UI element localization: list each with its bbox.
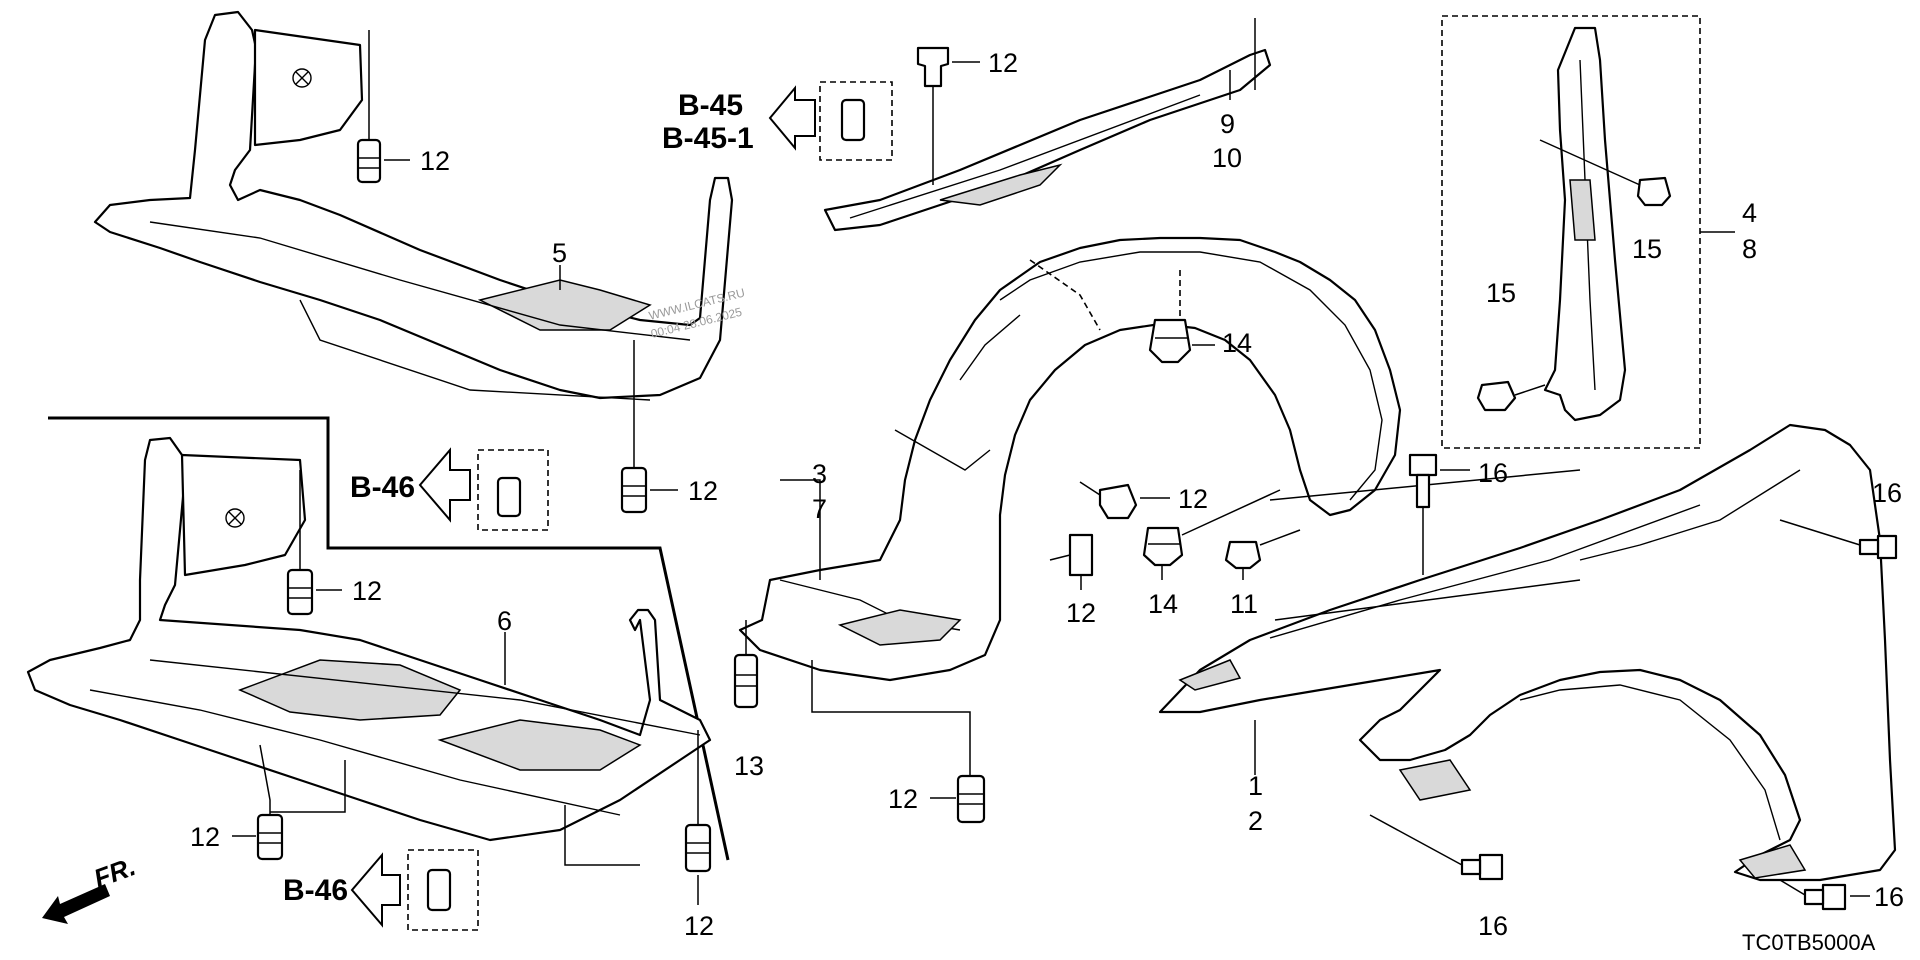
clip-13 bbox=[733, 653, 759, 709]
clip-15-b bbox=[1476, 380, 1517, 412]
callout-12-lower-a: 12 bbox=[352, 576, 382, 606]
callout-3: 3 bbox=[812, 459, 827, 489]
clip-12-lower-b bbox=[256, 813, 284, 861]
clip-12-upper-b bbox=[620, 466, 648, 514]
callout-2: 2 bbox=[1248, 806, 1263, 836]
clip-11 bbox=[1224, 540, 1262, 570]
callout-12-upper-a: 12 bbox=[420, 146, 450, 176]
callout-16-a: 16 bbox=[1478, 458, 1508, 488]
clip-14-a bbox=[1148, 318, 1192, 364]
callout-9: 9 bbox=[1220, 109, 1235, 139]
callout-16-b: 16 bbox=[1872, 478, 1902, 508]
section-divider bbox=[48, 416, 730, 861]
lower-splash-shield bbox=[26, 436, 712, 842]
bolt-16-b bbox=[1858, 534, 1898, 560]
bolt-16-a bbox=[1408, 453, 1438, 509]
bolt-16-c bbox=[1460, 853, 1504, 881]
ref-b45-label: B-45 bbox=[678, 89, 743, 122]
ref-b45: B-45 B-45-1 bbox=[662, 81, 893, 161]
callout-12-upper-b: 12 bbox=[688, 476, 718, 506]
callout-12-trim: 12 bbox=[988, 48, 1018, 78]
callout-16-d: 16 bbox=[1874, 882, 1904, 912]
clip-14-b bbox=[1142, 526, 1184, 567]
callout-4: 4 bbox=[1742, 198, 1757, 228]
callout-16-c: 16 bbox=[1478, 911, 1508, 941]
callout-12-liner-a: 12 bbox=[1178, 484, 1208, 514]
bolt-16-d bbox=[1803, 883, 1847, 911]
callout-6: 6 bbox=[497, 606, 512, 636]
callout-1: 1 bbox=[1248, 771, 1263, 801]
clip-12-lower-c bbox=[684, 823, 712, 873]
callout-14-a: 14 bbox=[1222, 328, 1252, 358]
clip-12-liner-c bbox=[956, 774, 986, 824]
callout-12-lower-c: 12 bbox=[684, 911, 714, 941]
callout-8: 8 bbox=[1742, 234, 1757, 264]
clip-12-liner-b bbox=[1068, 533, 1094, 577]
callout-11: 11 bbox=[1230, 589, 1258, 619]
ref-b46-top: B-46 bbox=[350, 447, 549, 531]
callout-13: 13 bbox=[734, 751, 764, 781]
callout-10: 10 bbox=[1212, 143, 1242, 173]
wheel-well-liner bbox=[738, 236, 1402, 682]
ref-b45-1-label: B-45-1 bbox=[662, 122, 754, 155]
callout-15-b: 15 bbox=[1486, 278, 1516, 308]
clip-12-lower-a bbox=[286, 568, 314, 616]
diagram-code: TC0TB5000A bbox=[1742, 930, 1876, 955]
clip-12-upper-a bbox=[356, 138, 382, 184]
callout-12-liner-c: 12 bbox=[888, 784, 918, 814]
front-fender bbox=[1158, 423, 1897, 882]
callout-12-liner-b: 12 bbox=[1066, 598, 1096, 628]
ref-b46-bottom-label: B-46 bbox=[283, 874, 348, 907]
front-direction-indicator: FR. bbox=[42, 851, 139, 924]
clip-12-liner-a bbox=[1098, 483, 1138, 520]
callout-15-a: 15 bbox=[1632, 234, 1662, 264]
ref-b46-top-label: B-46 bbox=[350, 471, 415, 504]
upper-splash-shield bbox=[93, 10, 734, 401]
callout-7: 7 bbox=[812, 494, 827, 524]
callout-14-b: 14 bbox=[1148, 589, 1178, 619]
fender-side-seal bbox=[1543, 26, 1627, 422]
ref-b46-bottom: B-46 bbox=[283, 849, 479, 931]
callout-5: 5 bbox=[552, 238, 567, 268]
clip-15-a bbox=[1636, 176, 1672, 207]
callout-12-lower-b: 12 bbox=[190, 822, 220, 852]
front-indicator-label: FR. bbox=[90, 851, 140, 894]
clip-12-trim bbox=[916, 46, 950, 88]
